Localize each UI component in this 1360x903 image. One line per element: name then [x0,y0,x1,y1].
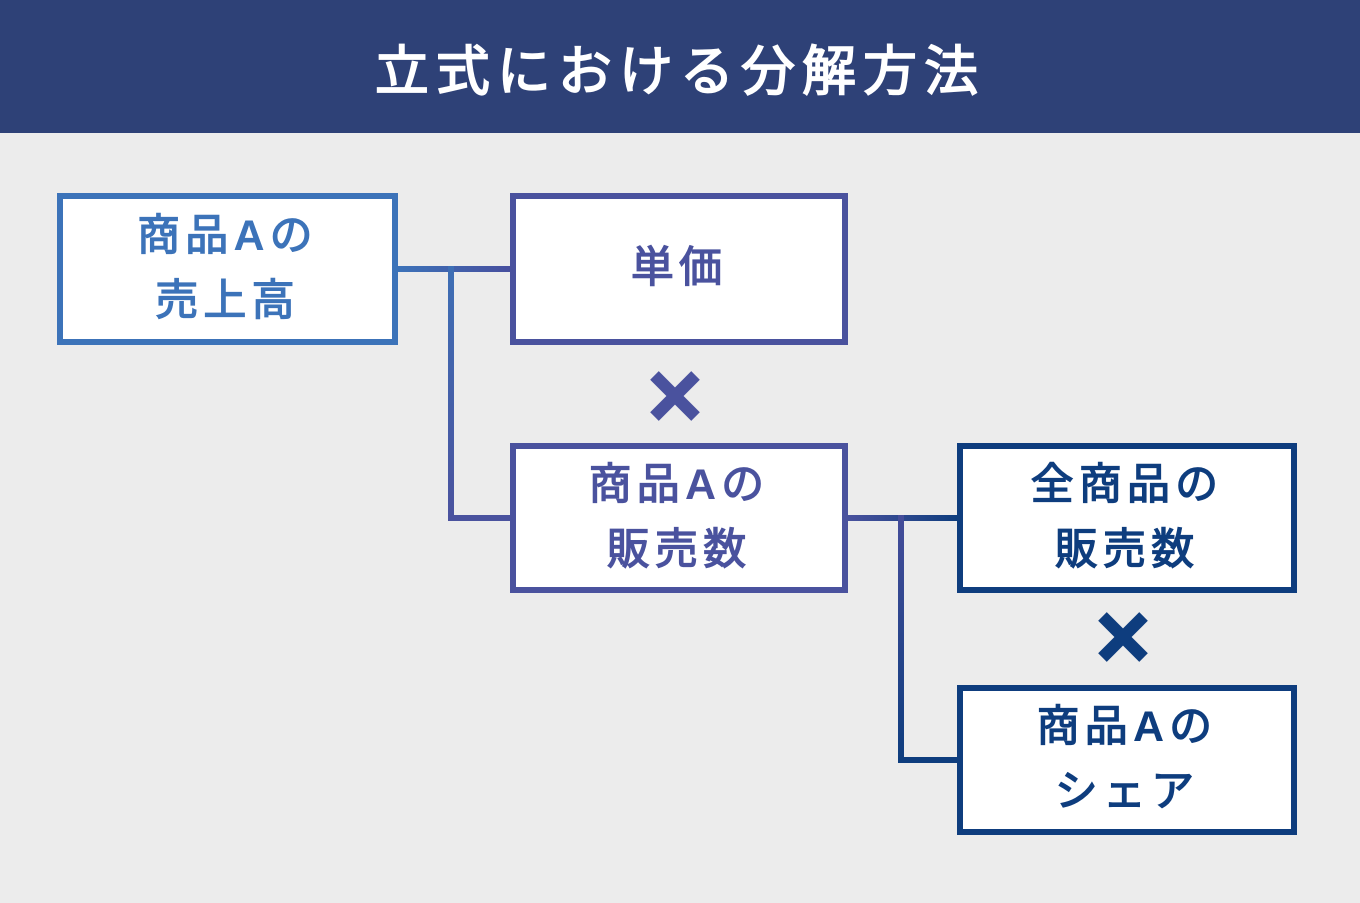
node-label-line: 商品Aの [588,460,770,509]
node-label-line: 商品Aの [137,211,318,260]
node-all-products-units-sold: 全商品の 販売数 [957,443,1297,593]
connector-branch-to-share-horizontal [898,757,957,763]
node-label-line: 売上高 [155,277,300,325]
node-product-a-units-sold: 商品Aの 販売数 [510,443,848,593]
node-product-a-share: 商品Aの シェア [957,685,1297,835]
node-product-a-sales: 商品Aの 売上高 [57,193,398,345]
multiply-icon [1098,612,1148,662]
connector-sales-branch-vertical [448,266,454,521]
node-unit-price: 単価 [510,193,848,345]
node-label-line: 販売数 [606,526,752,574]
node-label-line: 商品Aの [1036,702,1218,751]
node-label-line: シェア [1054,768,1200,816]
title-bar: 立式における分解方法 [0,0,1360,133]
connector-branch-to-unitssold-horizontal [448,515,510,521]
connector-unitssold-branch-vertical [898,515,904,763]
node-label-line: 全商品の [1030,460,1224,509]
multiply-icon [650,371,700,421]
node-label-line: 販売数 [1054,526,1200,574]
node-label-line: 単価 [630,244,728,293]
page-title: 立式における分解方法 [374,42,986,102]
